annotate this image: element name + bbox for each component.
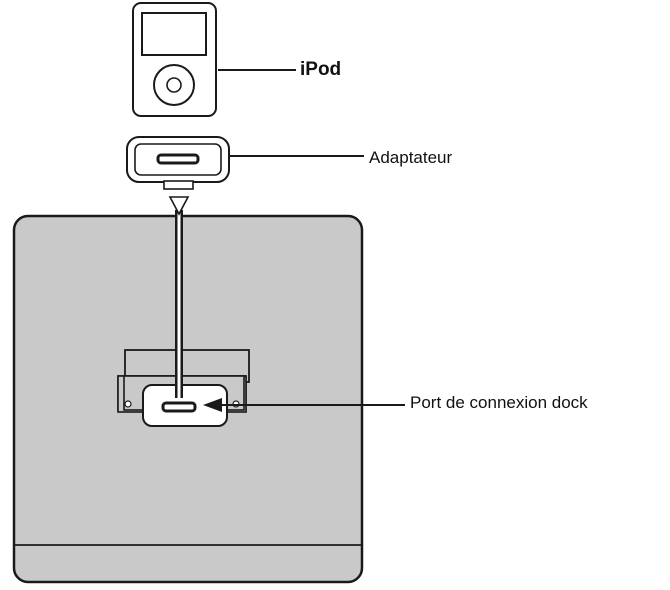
adapter-connector-slot (156, 153, 200, 165)
adapter (126, 136, 230, 190)
insertion-arrow (168, 196, 190, 398)
dock-connector-port (161, 401, 197, 413)
ipod-label: iPod (300, 59, 342, 80)
ipod-center-button (166, 77, 182, 93)
dock-screw-left (124, 400, 132, 408)
dock-base-unit (12, 214, 364, 584)
dock-port-arrow-head (203, 398, 222, 412)
adapter-label: Adaptateur (369, 148, 453, 167)
ipod-device (132, 2, 217, 117)
ipod-screen (141, 12, 207, 56)
dock-port-label: Port de connexion dock (410, 393, 588, 412)
